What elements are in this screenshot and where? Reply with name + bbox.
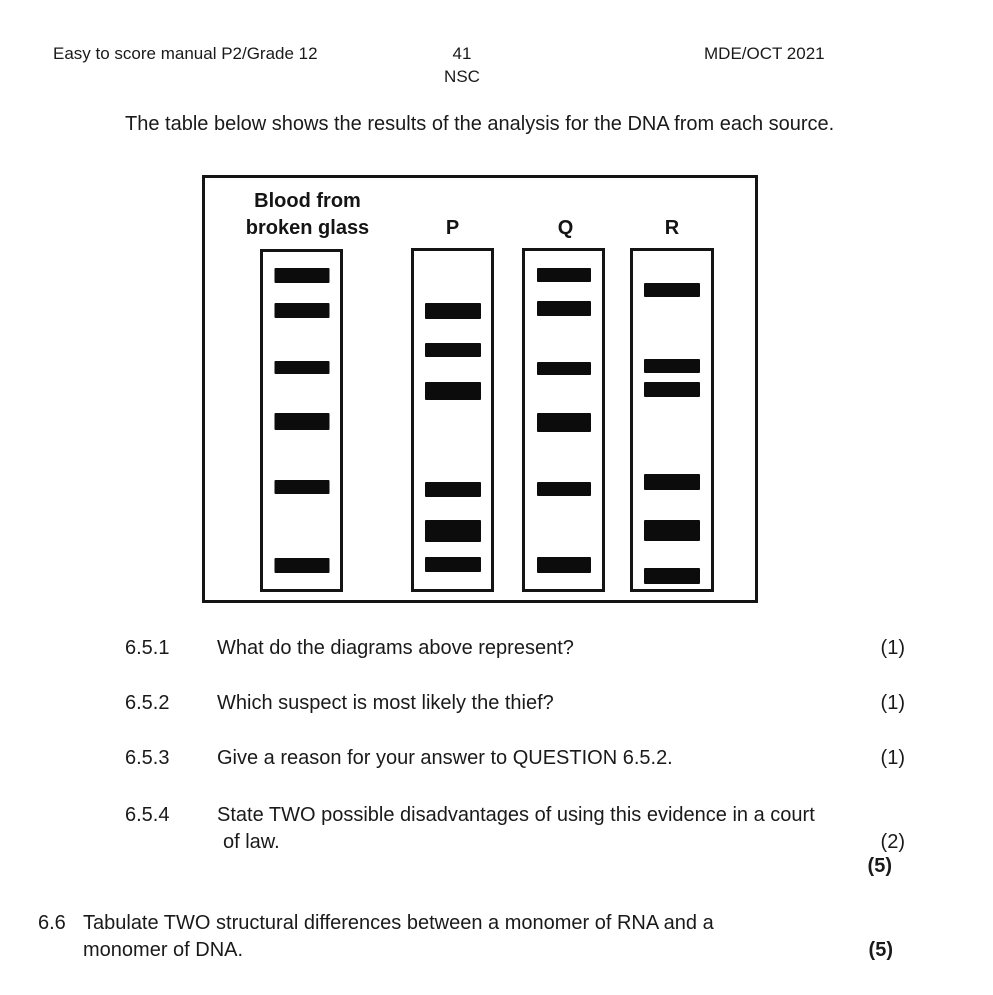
gel-diagram-frame: Blood from broken glass P Q R <box>202 175 758 603</box>
dna-band <box>644 359 700 373</box>
dna-band <box>644 568 700 584</box>
question-66-text-line2: monomer of DNA. <box>83 939 244 961</box>
question-66-number: 6.6 <box>38 912 66 934</box>
header-right: MDE/OCT 2021 <box>704 44 825 63</box>
dna-band <box>536 268 591 282</box>
dna-band <box>536 482 591 496</box>
question-651-text: What do the diagrams above represent? <box>217 637 574 659</box>
gel-lane-P <box>411 248 494 592</box>
question-654-number: 6.5.4 <box>125 804 170 826</box>
question-654-marks: (2) <box>880 831 905 853</box>
header-left: Easy to score manual P2/Grade 12 <box>53 44 318 63</box>
dna-band <box>536 301 591 316</box>
question-653-text: Give a reason for your answer to QUESTIO… <box>217 747 673 769</box>
question-654-text-line2: of law. <box>223 831 280 853</box>
dna-band <box>274 558 329 573</box>
lane-label-blood: broken glass <box>245 217 370 239</box>
dna-band <box>424 557 481 572</box>
dna-band <box>536 413 591 432</box>
gel-lane-Q <box>522 248 605 592</box>
dna-band <box>424 482 481 497</box>
question-66-marks: (5) <box>868 939 893 961</box>
lane-label-P: P <box>445 217 460 239</box>
lane-label-Q: Q <box>557 217 574 239</box>
gel-lane-R <box>630 248 714 592</box>
question-652-number: 6.5.2 <box>125 692 170 714</box>
lane-label-R: R <box>664 217 680 239</box>
header-nsc-label: NSC <box>444 67 480 86</box>
dna-band <box>536 557 591 573</box>
question-652-text: Which suspect is most likely the thief? <box>217 692 554 714</box>
dna-band <box>424 520 481 542</box>
dna-band <box>424 343 481 357</box>
question-653-number: 6.5.3 <box>125 747 170 769</box>
dna-band <box>644 520 700 541</box>
dna-band <box>274 480 329 494</box>
dna-band <box>274 268 329 283</box>
intro-text: The table below shows the results of the… <box>125 113 835 135</box>
dna-band <box>274 303 329 318</box>
dna-band <box>644 474 700 490</box>
dna-band <box>274 361 329 374</box>
question-654-text-line1: State TWO possible disadvantages of usin… <box>217 804 815 826</box>
question-66-text-line1: Tabulate TWO structural differences betw… <box>83 912 714 934</box>
question-651-marks: (1) <box>880 637 905 659</box>
dna-band <box>424 303 481 319</box>
question-651-number: 6.5.1 <box>125 637 170 659</box>
dna-band <box>644 283 700 297</box>
question-65-subtotal-marks: (5) <box>867 855 892 877</box>
question-652-marks: (1) <box>880 692 905 714</box>
dna-band <box>644 382 700 397</box>
question-653-marks: (1) <box>880 747 905 769</box>
header-page-number: 41 <box>452 44 472 63</box>
dna-band <box>536 362 591 375</box>
dna-band <box>274 413 329 430</box>
lane-label-blood: Blood from <box>254 190 361 212</box>
dna-band <box>424 382 481 400</box>
gel-lane-blood <box>260 249 343 592</box>
